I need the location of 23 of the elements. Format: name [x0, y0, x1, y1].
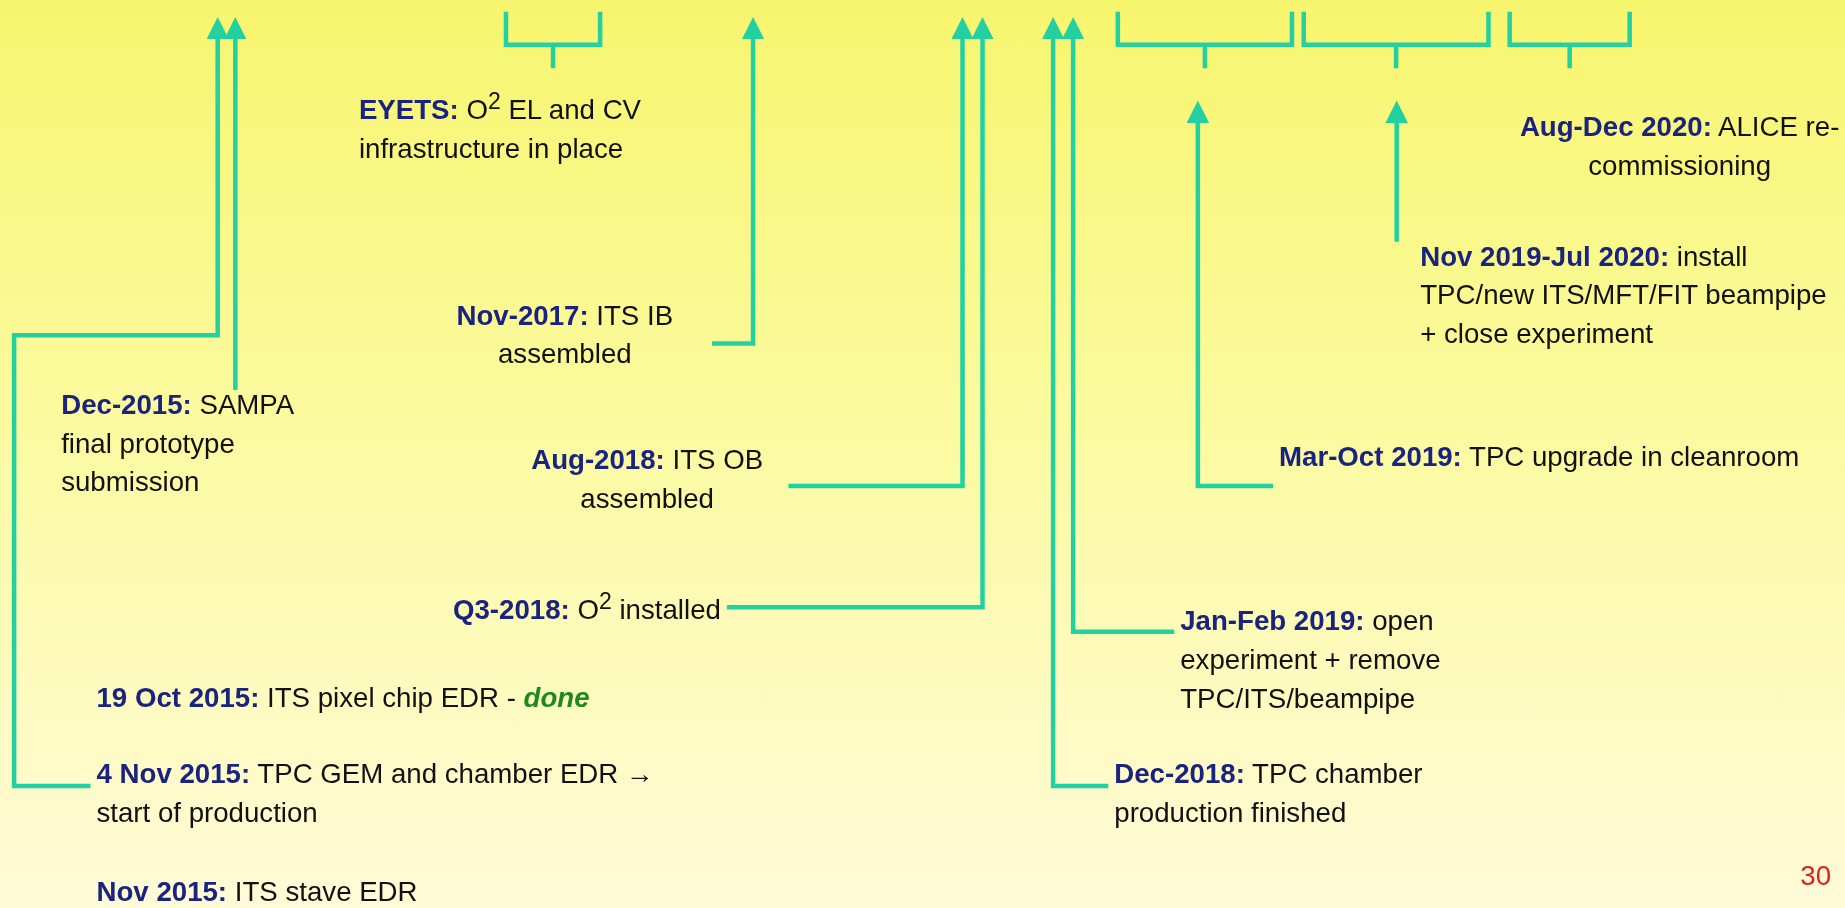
milestone-text: Q3-2018: O$^{2}$ installed — [453, 584, 721, 630]
milestone-text: Dec-2015: SAMPA final prototype submission — [61, 385, 344, 503]
page-number: 30 — [1800, 858, 1832, 893]
milestone-text: Aug-Dec 2020: ALICE re-commissioning — [1517, 108, 1842, 186]
arrow — [1061, 17, 1175, 635]
milestone-text: Aug-2018: ITS OB assembled — [511, 441, 783, 519]
milestone-text: Jan-Feb 2019: open experiment + remove TPC/ITS/beampipe — [1180, 602, 1569, 719]
milestone-text: Nov 2019-Jul 2020: install TPC/new ITS/MFT/FIT beampipe + close experiment — [1420, 237, 1844, 354]
arrow — [1041, 17, 1109, 789]
milestone-text: Nov 2015: ITS stave EDR — [96, 873, 418, 908]
arrow — [712, 17, 765, 346]
milestone-text: Nov-2017: ITS IB assembled — [423, 296, 706, 374]
arrow — [1385, 100, 1408, 242]
milestone-text: 19 Oct 2015: ITS pixel chip EDR - done — [96, 678, 590, 718]
milestone-text: Mar-Oct 2019: TPC upgrade in cleanroom — [1279, 437, 1800, 477]
milestone-text: Dec-2018: TPC chamber production finished — [1114, 755, 1527, 833]
arrow — [788, 17, 974, 489]
milestone-text: 4 Nov 2015: TPC GEM and chamber EDR → start of production — [96, 755, 709, 833]
arrow — [224, 17, 247, 390]
milestone-text: EYETS: O$^{2}$ EL and CV infrastructure in place — [358, 84, 689, 169]
arrow — [726, 17, 994, 610]
arrow — [1186, 100, 1273, 489]
arrow — [11, 17, 229, 789]
